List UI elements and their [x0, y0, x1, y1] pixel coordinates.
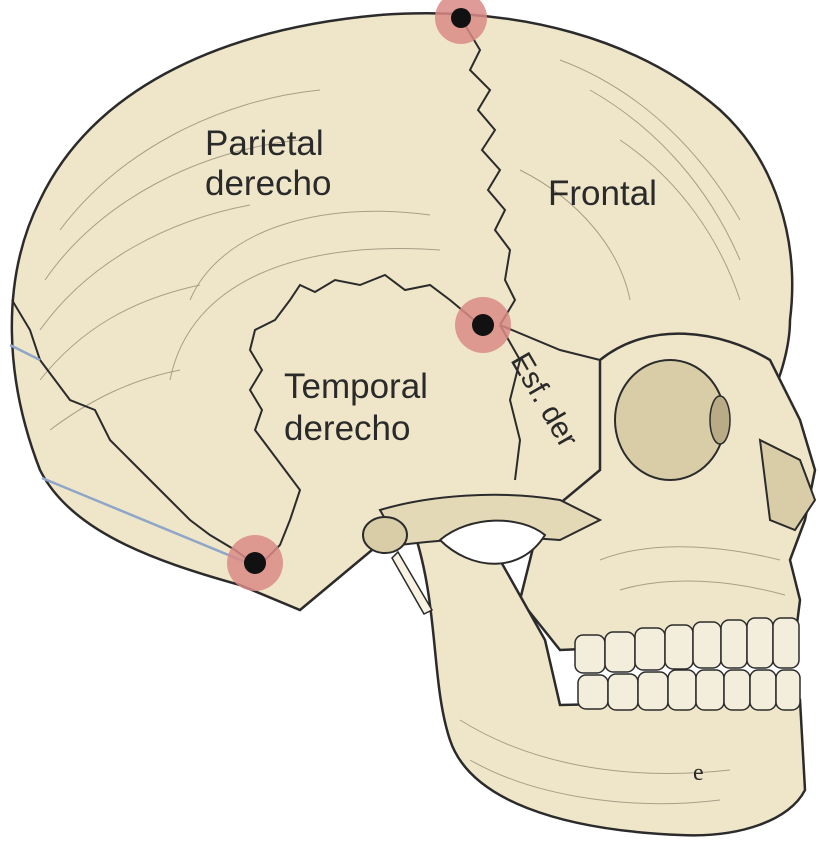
marker-asterion	[227, 535, 283, 591]
marker-pterion	[455, 297, 511, 353]
label-frontal: Frontal	[548, 174, 657, 213]
external-auditory-meatus	[363, 517, 407, 553]
label-temporal-line2: derecho	[284, 409, 410, 448]
label-parietal-line2: derecho	[205, 164, 331, 203]
lacrimal-fossa	[710, 396, 730, 444]
label-temporal-line1: Temporal	[284, 367, 428, 406]
label-parietal-line1: Parietal	[205, 124, 324, 163]
label-mandible-mark: e	[693, 760, 704, 786]
teeth-lower	[578, 670, 800, 710]
orbit	[615, 360, 725, 480]
